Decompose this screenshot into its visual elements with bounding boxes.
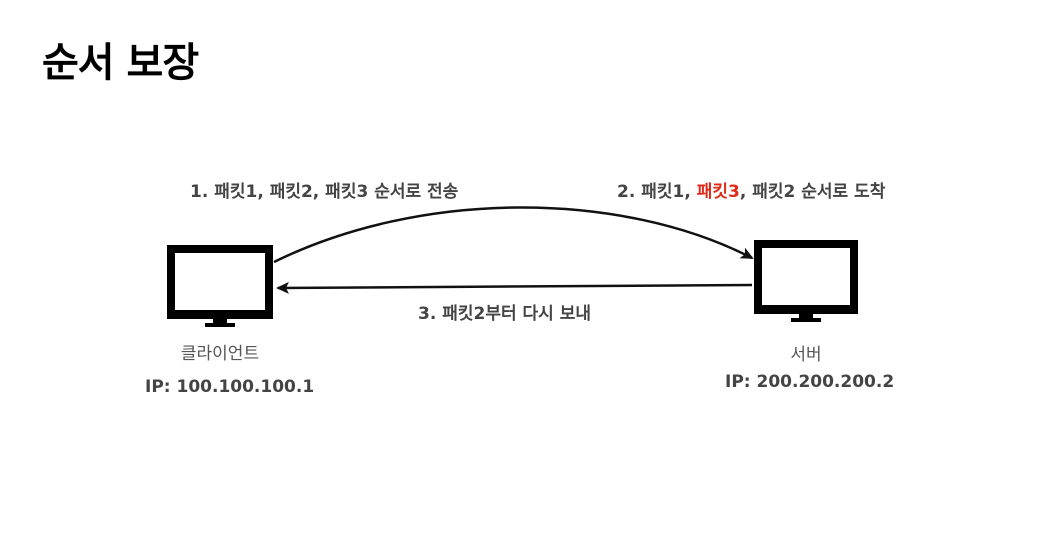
send-arrow (273, 206, 754, 264)
arrive-step-prefix: 2. 패킷1, (617, 182, 697, 202)
server-monitor-icon (754, 240, 858, 322)
server-ip: IP: 200.200.200.2 (725, 372, 895, 392)
resend-step-label: 3. 패킷2부터 다시 보내 (418, 304, 591, 324)
client-ip: IP: 100.100.100.1 (145, 377, 315, 397)
arrive-step-label: 2. 패킷1, 패킷3, 패킷2 순서로 도착 (617, 177, 885, 202)
server-label: 서버 (790, 345, 822, 365)
resend-arrow (276, 281, 753, 294)
page-title: 순서 보장 (42, 40, 199, 86)
client-label: 클라이언트 (180, 344, 260, 364)
arrive-step-highlight: 패킷3 (696, 182, 740, 202)
arrive-step-suffix: , 패킷2 순서로 도착 (739, 182, 886, 202)
send-step-label: 1. 패킷1, 패킷2, 패킷3 순서로 전송 (190, 182, 459, 202)
client-monitor-icon (167, 245, 273, 327)
